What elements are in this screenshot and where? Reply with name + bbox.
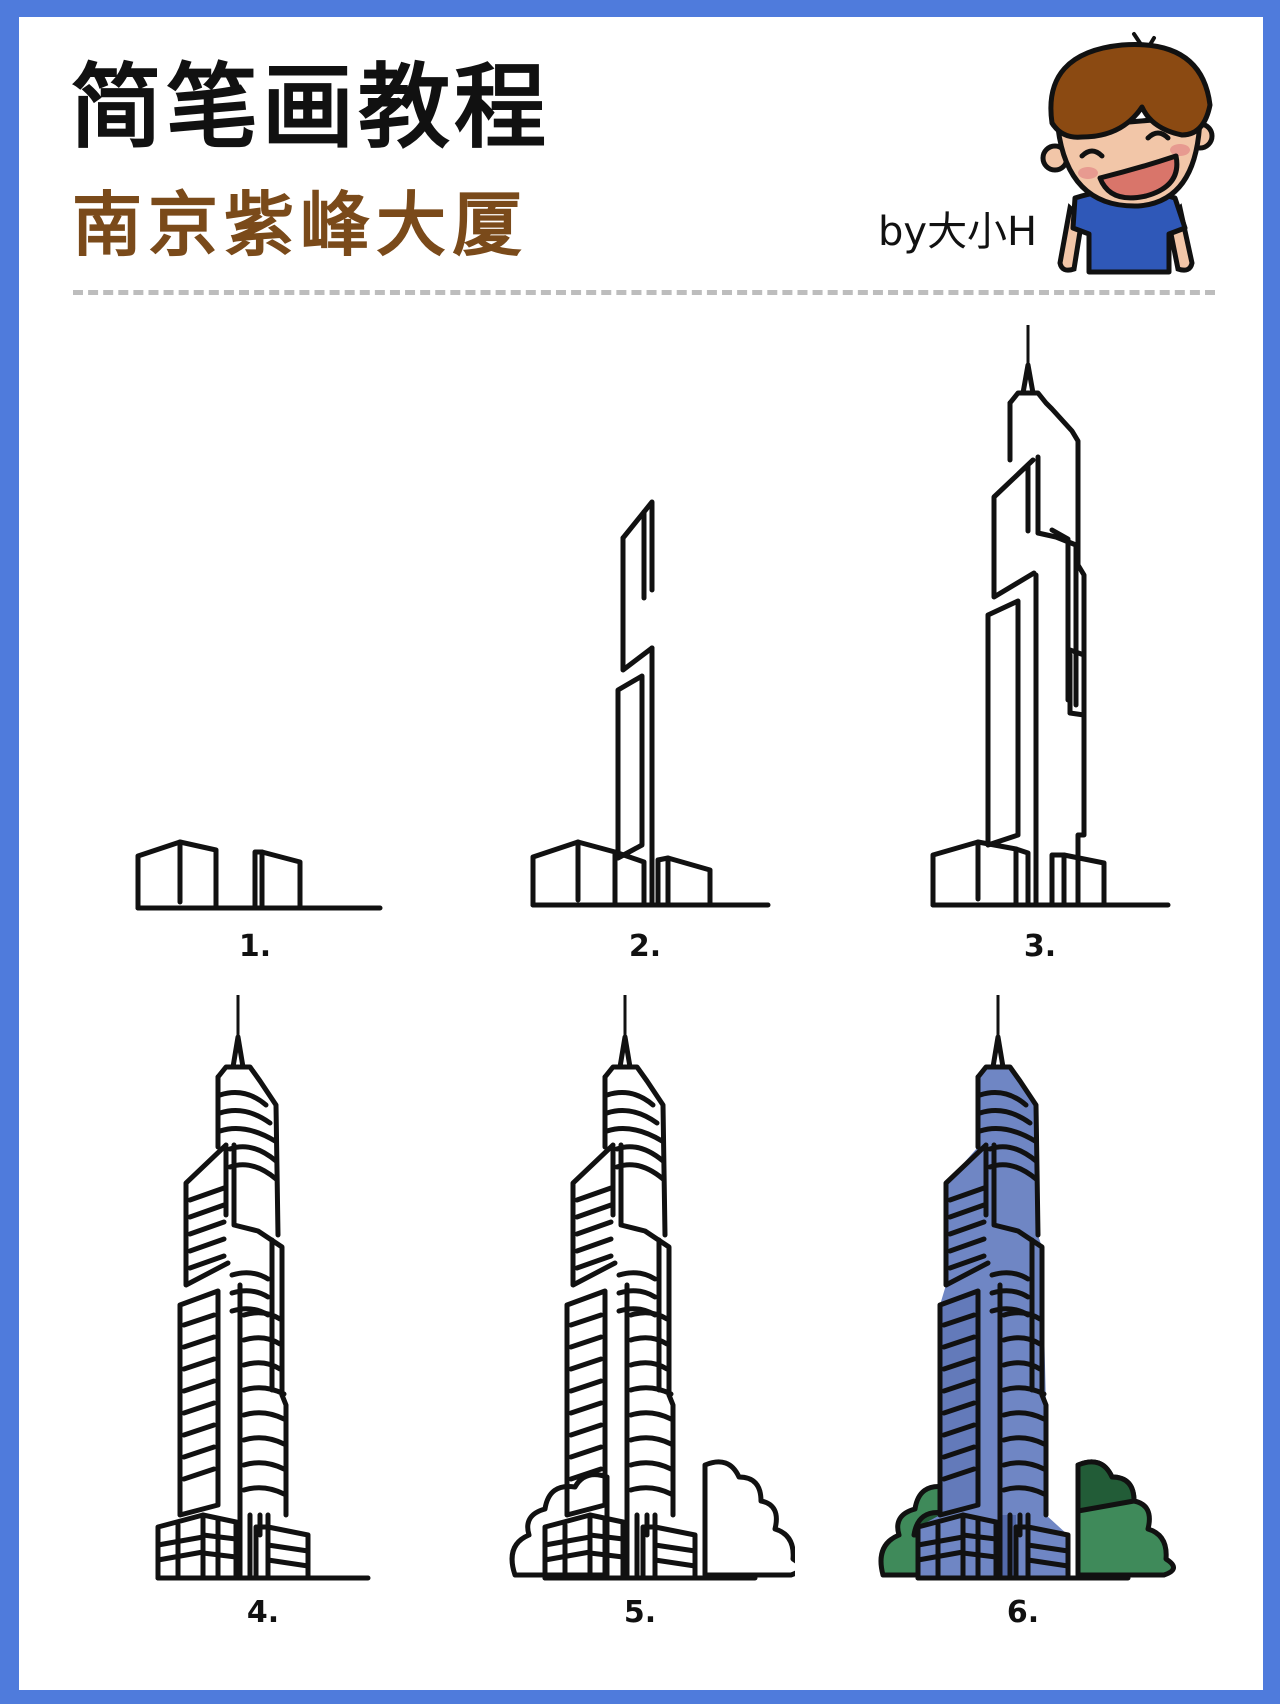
author-byline: by大小H xyxy=(878,209,1038,255)
step-6-drawing xyxy=(878,995,1178,1585)
step-4-drawing xyxy=(118,995,408,1585)
step-1-label: 1. xyxy=(238,929,272,964)
step-5-drawing xyxy=(505,995,795,1585)
step-4-label: 4. xyxy=(246,1595,280,1630)
step-3-drawing xyxy=(928,325,1188,925)
step-2-drawing xyxy=(528,490,778,920)
step-2-label: 2. xyxy=(628,929,662,964)
step-1-drawing xyxy=(130,820,390,920)
page-title: 简笔画教程 xyxy=(70,54,551,161)
step-6-label: 6. xyxy=(1006,1595,1040,1630)
step-3-label: 3. xyxy=(1023,929,1057,964)
step-5-label: 5. xyxy=(623,1595,657,1630)
mascot-icon xyxy=(1030,28,1220,278)
dashed-divider xyxy=(73,290,1215,295)
page-subtitle: 南京紫峰大厦 xyxy=(72,184,528,266)
